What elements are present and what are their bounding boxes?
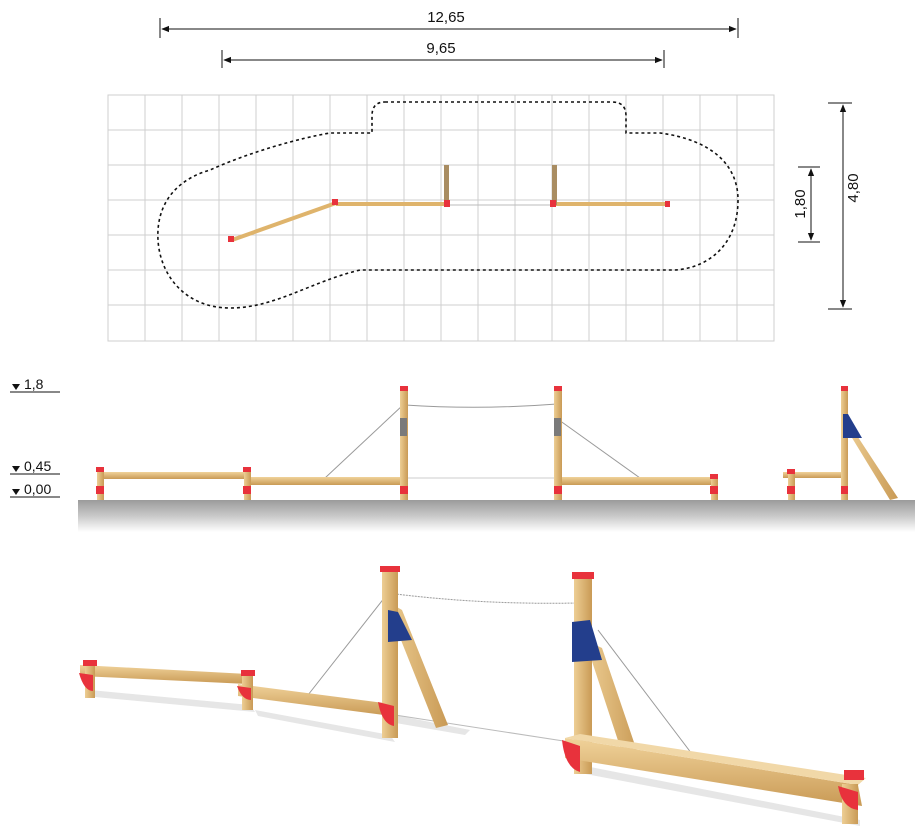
level-marker-mid: 0,45 <box>10 458 60 475</box>
post-cap <box>787 469 795 474</box>
post-cap <box>228 236 234 242</box>
post-cap <box>572 572 594 579</box>
inner-length-dimension: 9,65 <box>221 40 665 68</box>
perspective-beams <box>79 566 866 824</box>
elevation-beams <box>96 386 898 500</box>
post-cap <box>241 670 255 676</box>
plan-beams <box>228 165 670 242</box>
bracket <box>388 610 412 642</box>
post-cap <box>554 386 562 391</box>
level-marker-ground: 0,00 <box>10 481 60 498</box>
post-cap <box>400 386 408 391</box>
depth-inner-label: 1,80 <box>792 189 809 218</box>
level-label-ground: 0,00 <box>24 481 51 497</box>
elevation-view: 1,8 0,45 0,00 <box>10 376 915 532</box>
level-marker-top: 1,8 <box>10 376 60 393</box>
elevation-ropes <box>324 403 641 479</box>
perspective-view <box>79 566 866 826</box>
perspective-ropes <box>307 592 696 759</box>
post-cap <box>96 467 104 472</box>
overall-length-label: 12,65 <box>427 9 465 26</box>
bracket <box>843 414 862 438</box>
ground-strip <box>78 500 915 532</box>
bracket <box>572 620 602 662</box>
depth-overall-dimension: 4,80 <box>828 102 862 310</box>
level-label-mid: 0,45 <box>24 458 51 474</box>
depth-inner-dimension: 1,80 <box>792 166 820 243</box>
level-label-top: 1,8 <box>24 376 44 392</box>
post-cap <box>83 660 97 666</box>
depth-overall-label: 4,80 <box>845 173 862 202</box>
post-cap <box>444 200 450 207</box>
post-cap <box>841 386 848 391</box>
post-cap <box>243 467 251 472</box>
plan-grid <box>107 94 775 342</box>
post-cap <box>380 566 400 572</box>
post-cap <box>332 199 338 205</box>
post-cap <box>710 474 718 479</box>
post-cap <box>844 770 864 780</box>
inner-length-label: 9,65 <box>426 40 455 57</box>
post-cap <box>665 201 670 207</box>
post-cap <box>550 200 556 207</box>
plan-view: 12,65 9,65 <box>107 9 862 342</box>
overall-length-dimension: 12,65 <box>159 9 739 38</box>
shadows <box>90 690 860 826</box>
